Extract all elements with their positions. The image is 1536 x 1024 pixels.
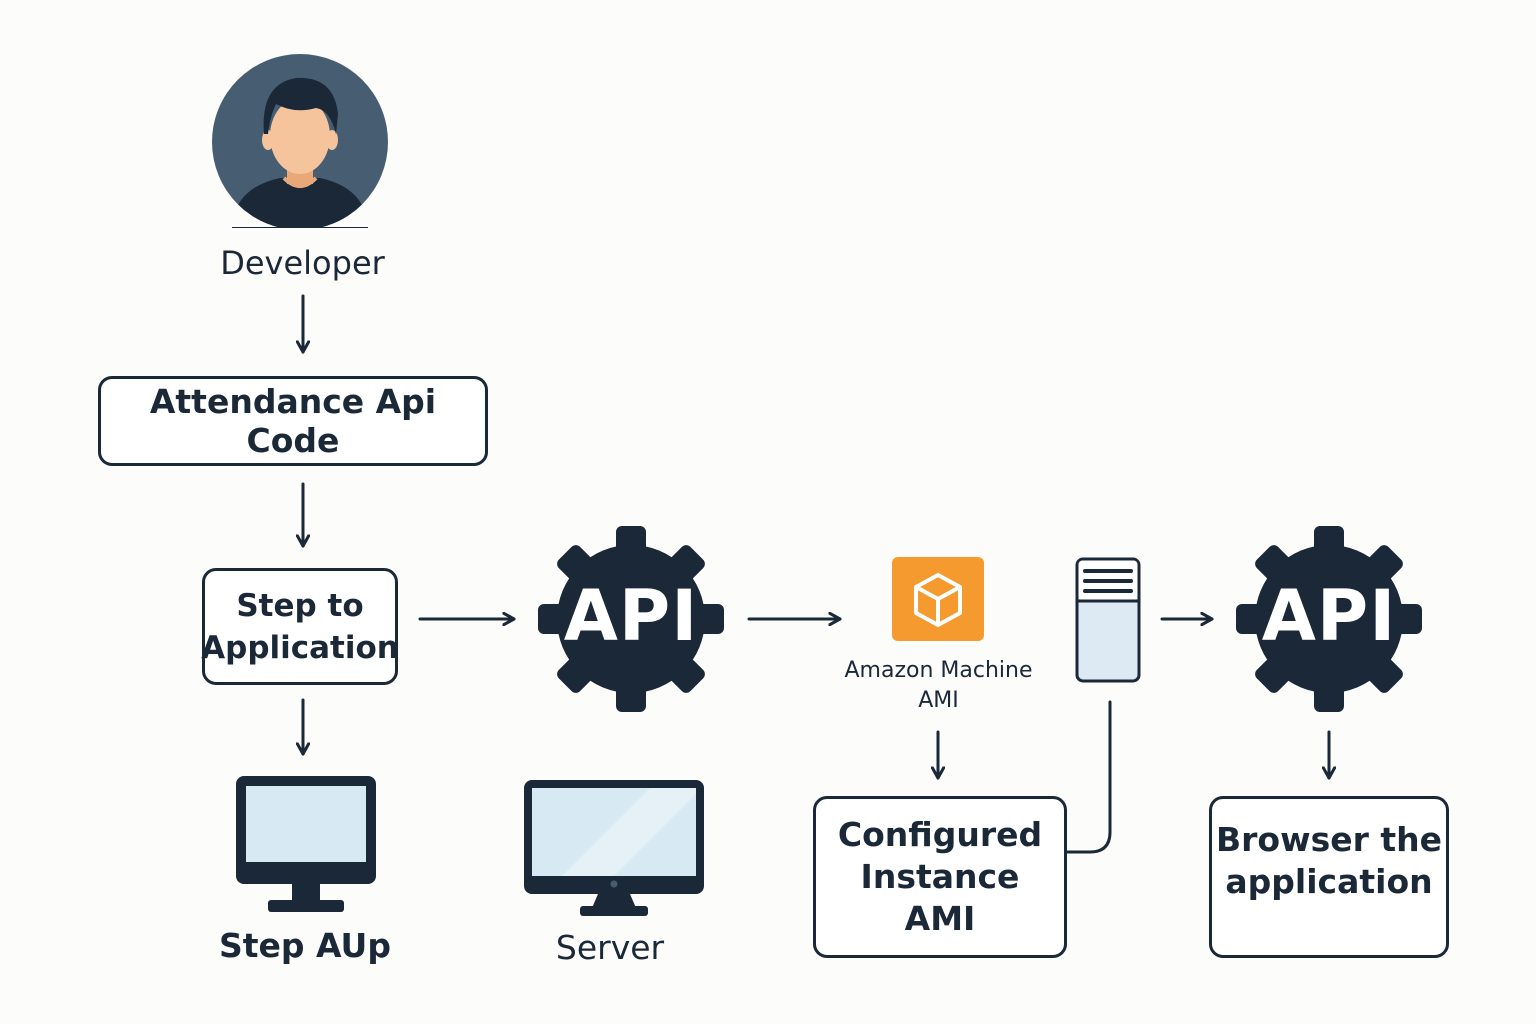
- step-to-application-box: Step to Application: [201, 568, 399, 685]
- browser-application-line2: application: [1225, 862, 1433, 901]
- developer-label: Developer: [220, 244, 385, 282]
- browser-application-line1: Browser the: [1215, 820, 1443, 859]
- configured-instance-line3: AMI: [904, 899, 976, 938]
- gear-icon: [538, 526, 724, 712]
- monitor-icon: [524, 780, 704, 916]
- attendance-api-code-box: Attendance Api Code: [98, 376, 488, 466]
- amazon-machine-line2: AMI: [918, 688, 959, 713]
- server-label: Server: [555, 928, 665, 967]
- attendance-api-code-label: Attendance Api Code: [149, 382, 437, 460]
- step-aup-label: Step AUp: [219, 926, 391, 965]
- configured-instance-line2: Instance: [860, 857, 1020, 896]
- server-tower-icon: [1075, 557, 1141, 683]
- api-gear-2-label: API: [1261, 575, 1397, 657]
- browser-application-box: Browser the application: [1209, 796, 1449, 958]
- configured-instance-box: Configured Instance AMI: [813, 796, 1067, 958]
- step-to-application-line2: Application: [201, 629, 399, 666]
- person-avatar-icon: [212, 54, 388, 228]
- aws-box-icon: [892, 557, 984, 641]
- gear-icon: [1236, 526, 1422, 712]
- amazon-machine-line1: Amazon Machine: [844, 658, 1033, 683]
- connector-configured-to-server: [1064, 700, 1112, 854]
- step-to-application-line1: Step to: [236, 587, 364, 624]
- monitor-icon: [236, 776, 376, 912]
- amazon-machine-label: Amazon Machine AMI: [836, 656, 1041, 716]
- configured-instance-line1: Configured: [837, 815, 1043, 854]
- api-gear-1-label: API: [563, 575, 699, 657]
